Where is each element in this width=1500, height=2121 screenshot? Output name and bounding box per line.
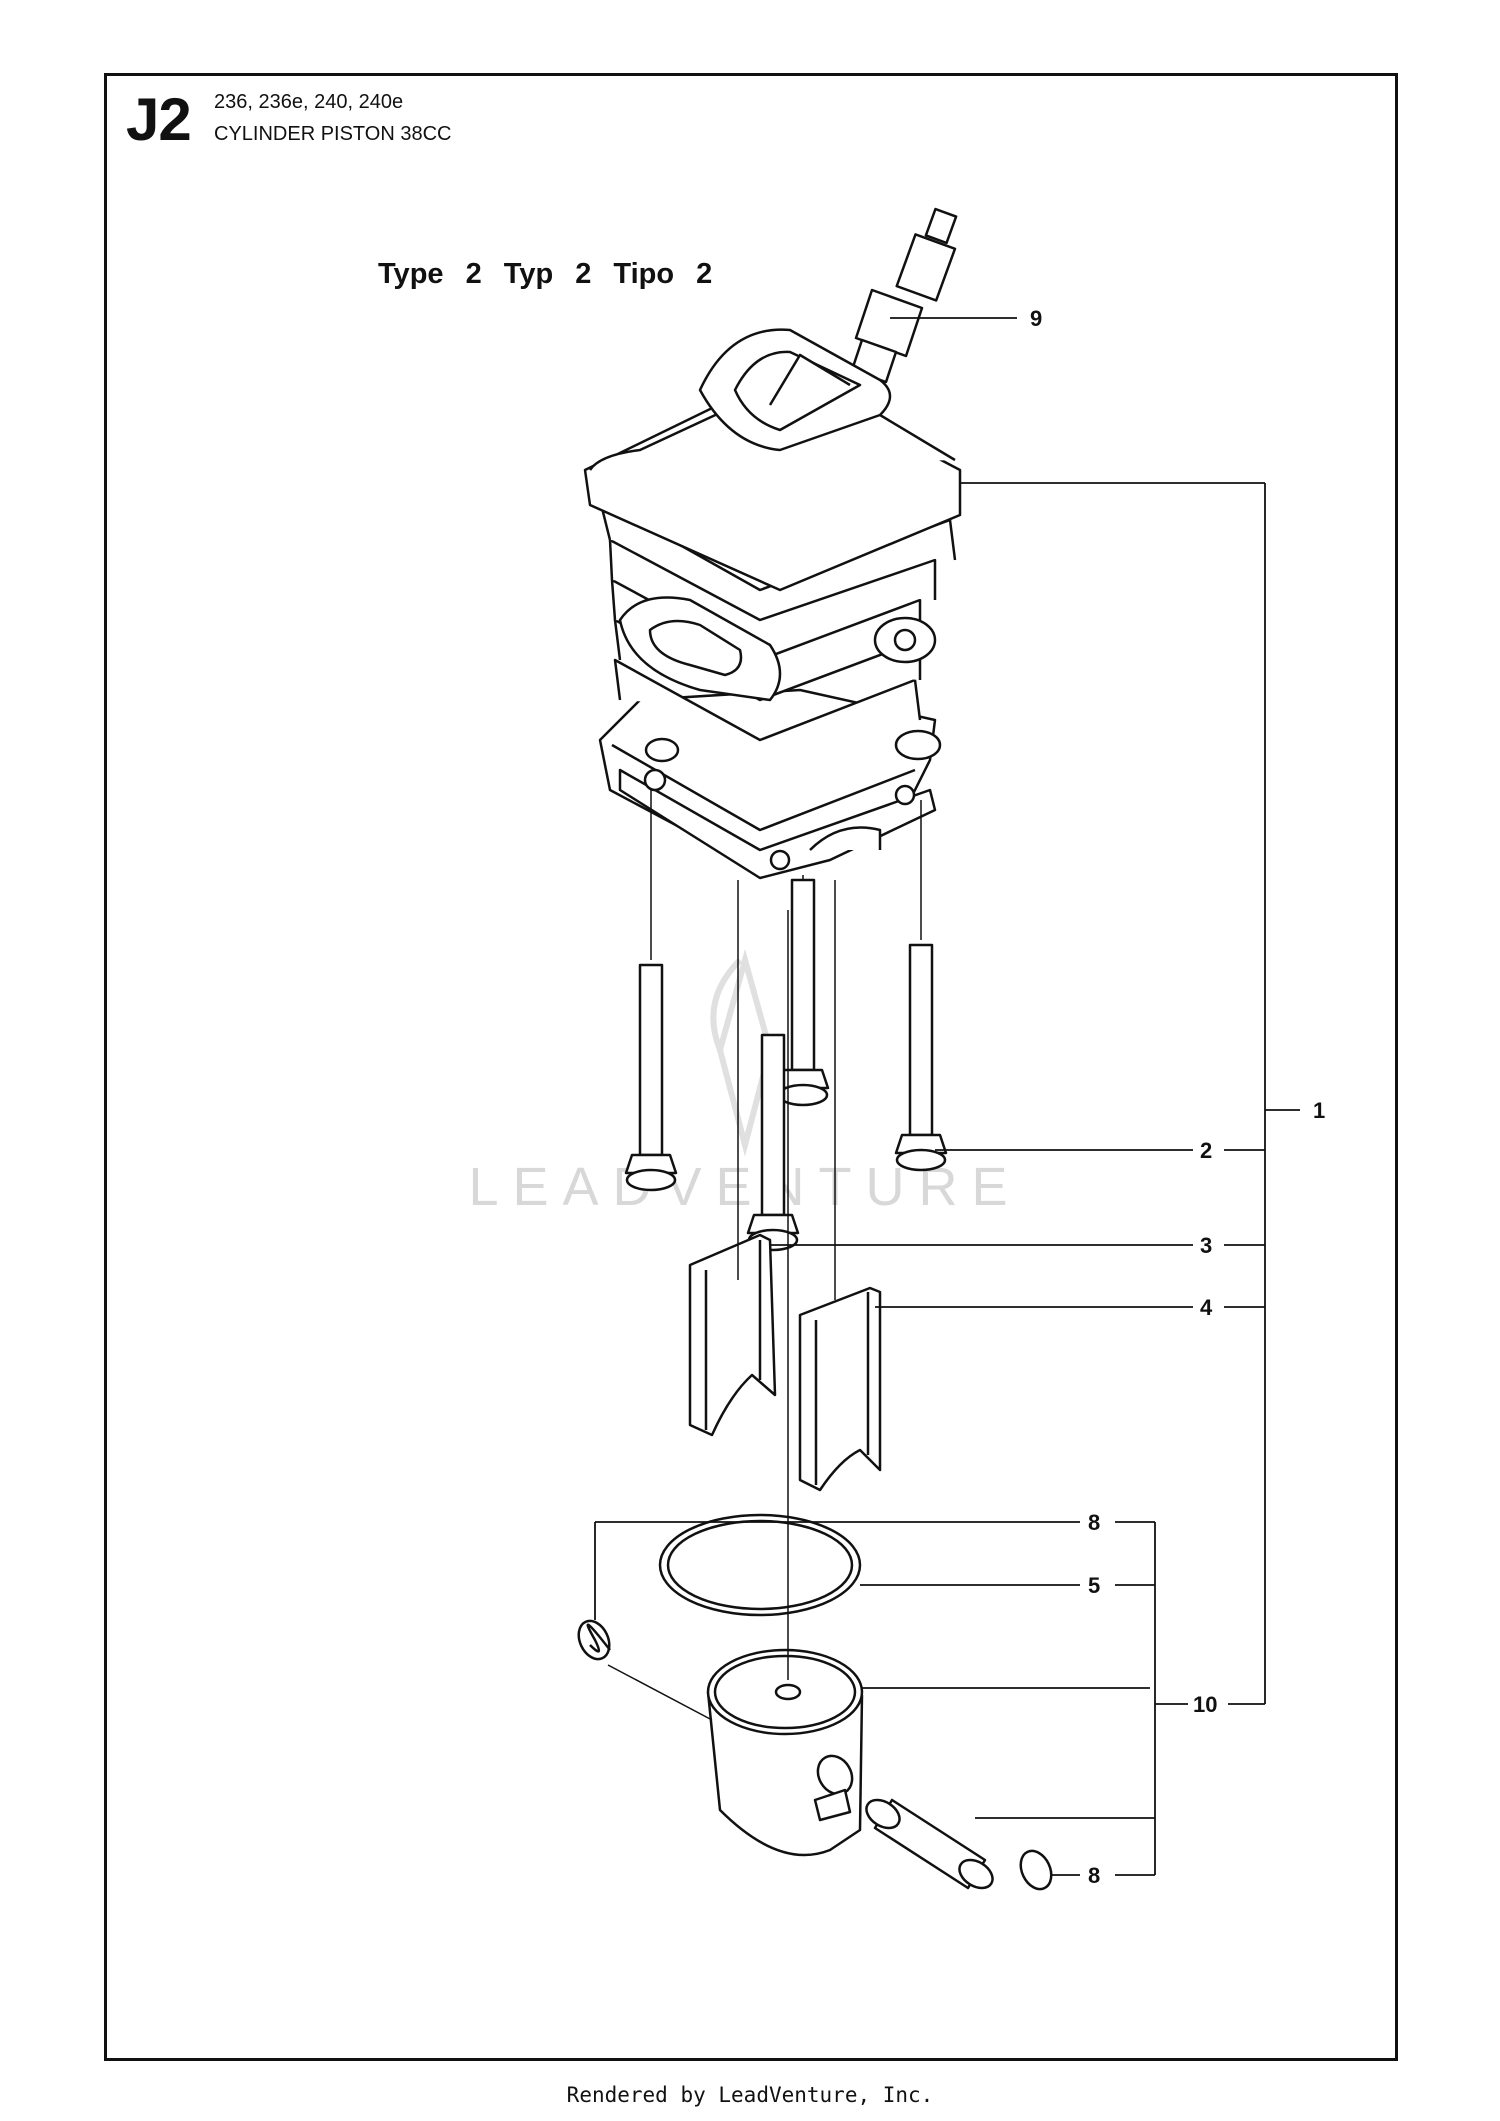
- type-label: Type 2 Typ 2 Tipo 2: [378, 258, 713, 290]
- transfer-cover-right: [798, 1286, 882, 1492]
- callout-5: 5: [1088, 1573, 1100, 1598]
- bolt-left: [624, 963, 678, 1192]
- callout-3: 3: [1200, 1233, 1212, 1258]
- callout-1: 1: [1313, 1098, 1325, 1123]
- circlip-top: [577, 1619, 611, 1661]
- bolt-right: [894, 943, 948, 1172]
- diagram-title: CYLINDER PISTON 38CC: [214, 123, 452, 145]
- watermark-logo: [710, 948, 774, 1157]
- transfer-cover-left: [688, 1233, 777, 1437]
- callout-8-bottom: 8: [1088, 1863, 1100, 1888]
- bolt-center-front: [746, 1033, 800, 1252]
- cylinder: [583, 328, 962, 880]
- spark-plug: [836, 207, 958, 401]
- circlip-bottom: [1019, 1849, 1053, 1891]
- piston-ring: [658, 1513, 862, 1617]
- bolt-center-back: [776, 878, 830, 1107]
- assembly-guide-lines: [607, 790, 922, 1721]
- callout-4: 4: [1200, 1295, 1213, 1320]
- model-list: 236, 236e, 240, 240e: [214, 91, 404, 113]
- footer-credit: Rendered by LeadVenture, Inc.: [566, 2083, 934, 2107]
- callout-8-top: 8: [1088, 1510, 1100, 1535]
- piston-pin: [865, 1798, 994, 1890]
- callout-leaders: [594, 317, 1300, 1876]
- diagram-code: J2: [126, 86, 192, 153]
- callout-9: 9: [1030, 306, 1042, 331]
- drawing-frame: [104, 73, 1398, 2061]
- callout-10: 10: [1193, 1692, 1217, 1717]
- callout-2: 2: [1200, 1138, 1212, 1163]
- piston: [706, 1648, 864, 1857]
